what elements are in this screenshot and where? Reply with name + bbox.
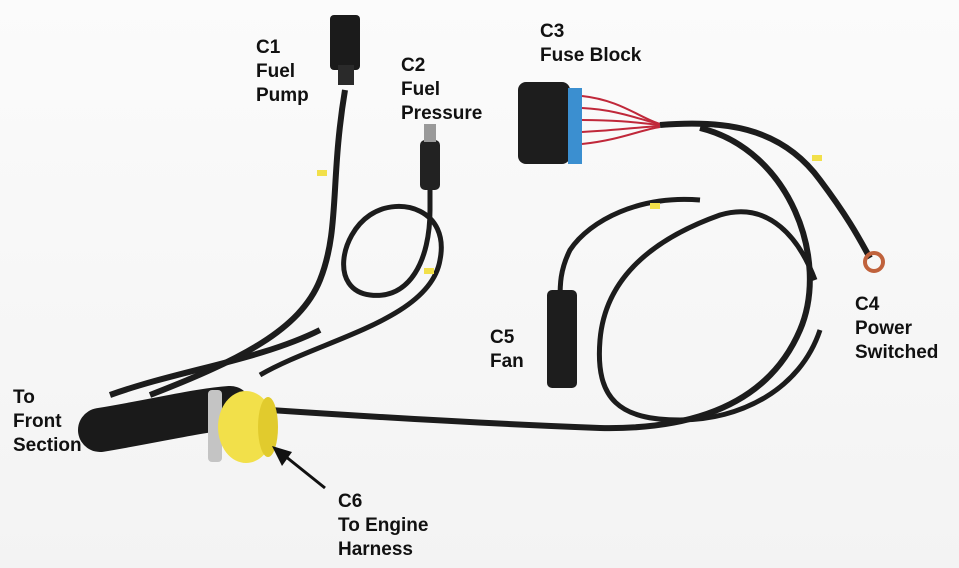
label-c4-id: C4 <box>855 294 880 315</box>
label-c3-id: C3 <box>540 21 565 42</box>
label-c1-id: C1 <box>256 37 281 58</box>
label-c1: C1 Fuel Pump <box>256 36 309 108</box>
label-c6-line2: Harness <box>338 539 413 560</box>
c2-sensor-tip <box>424 124 436 142</box>
c1-connector-body <box>338 65 354 85</box>
label-c2-line2: Pressure <box>401 103 483 124</box>
label-front-line2: Front <box>13 411 62 432</box>
c5-wire <box>557 196 701 301</box>
c3-fuse-block-blue <box>568 88 582 164</box>
label-c2-id: C2 <box>401 55 426 76</box>
label-front-line3: Section <box>13 435 82 456</box>
c4-wire <box>659 120 873 260</box>
marker-c1 <box>317 170 327 176</box>
label-c4-line2: Switched <box>855 342 939 363</box>
marker-c4 <box>812 155 822 161</box>
c3-fuse-wires <box>581 95 661 145</box>
marker-c5 <box>650 203 660 209</box>
label-c5-id: C5 <box>490 327 515 348</box>
label-c3-line1: Fuse Block <box>540 45 642 66</box>
c2-sensor <box>420 140 440 190</box>
label-c4: C4 Power Switched <box>855 293 938 365</box>
label-c6-id: C6 <box>338 491 363 512</box>
loop-wire-inner <box>596 209 823 423</box>
c6-arrow-head <box>272 446 292 466</box>
label-front-line1: To <box>13 387 35 408</box>
label-c5-line1: Fan <box>490 351 524 372</box>
c1-connector <box>330 15 360 70</box>
label-c6: C6 To Engine Harness <box>338 490 428 562</box>
c6-metal-ring <box>208 390 222 462</box>
c6-grommet-rim <box>258 397 278 457</box>
label-c6-line1: To Engine <box>338 515 429 536</box>
label-c2-line1: Fuel <box>401 79 441 100</box>
marker-c2 <box>424 268 434 274</box>
label-c5: C5 Fan <box>490 326 524 374</box>
label-c2: C2 Fuel Pressure <box>401 54 482 126</box>
c2-wire <box>258 160 444 378</box>
c4-ring-terminal <box>863 251 885 273</box>
c1-wire <box>148 89 348 398</box>
label-c1-line2: Pump <box>256 85 309 106</box>
label-front-section: To Front Section <box>13 386 82 458</box>
loop-wire <box>269 125 813 432</box>
label-c4-line1: Power <box>855 318 913 339</box>
label-c1-line1: Fuel <box>256 61 296 82</box>
label-c3: C3 Fuse Block <box>540 20 641 68</box>
c5-connector <box>547 290 577 388</box>
c3-fuse-block <box>518 82 570 164</box>
